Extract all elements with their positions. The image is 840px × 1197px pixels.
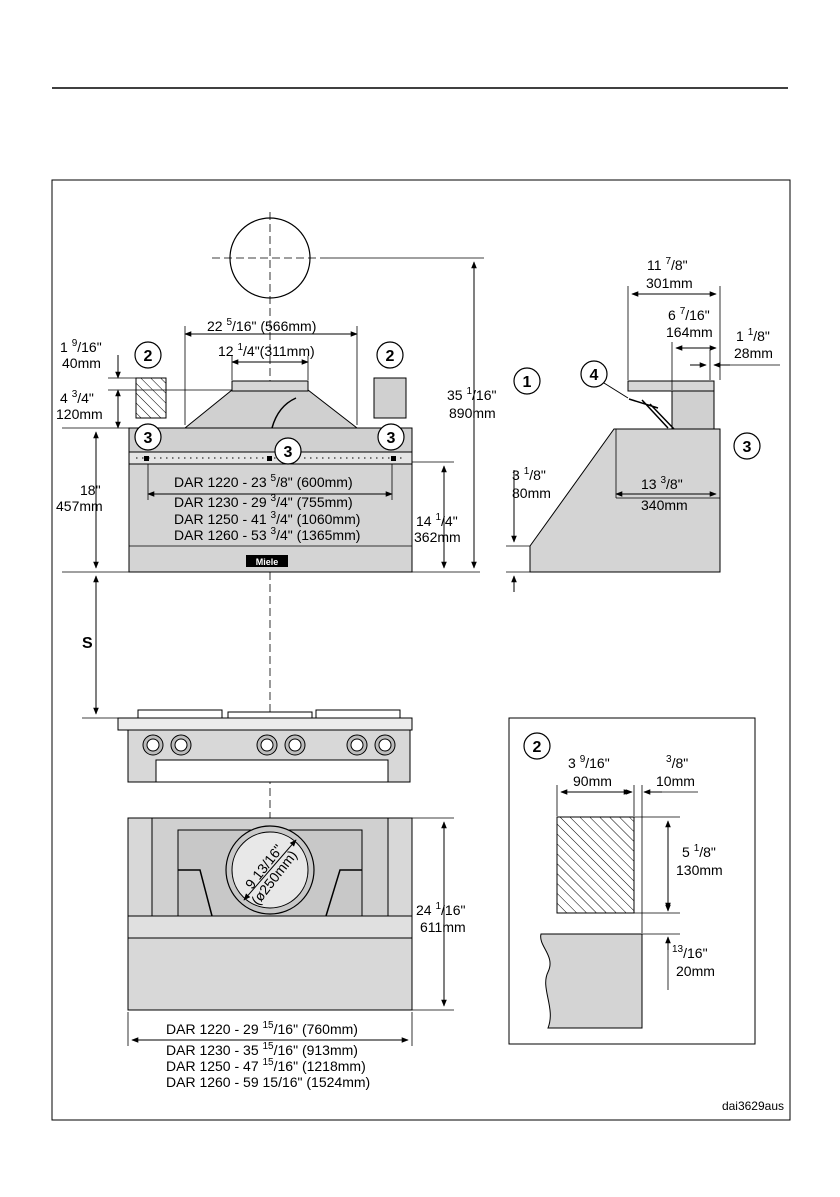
brand-logo-text: Miele (256, 557, 279, 567)
width-1220: DAR 1220 - 23 5/8" (600mm) (174, 473, 353, 490)
svg-text:3: 3 (144, 430, 153, 447)
svg-text:4: 4 (590, 367, 599, 384)
side-depth-inch: 11 7/8" (647, 256, 688, 273)
bottom-width-1220: DAR 1220 - 29 15/16" (760mm) (166, 1020, 358, 1037)
side-front-height-inch: 3 1/8" (512, 466, 546, 483)
mounting-block-right (373, 377, 407, 419)
callout-2-detail: 2 (523, 732, 551, 760)
depth1-mm-label: 40mm (62, 355, 101, 371)
clearance-s-label: S (82, 635, 93, 652)
svg-text:3: 3 (284, 444, 293, 461)
svg-text:2: 2 (386, 348, 395, 365)
callout-3-right: 3 (377, 423, 405, 451)
bottom-width-1260: DAR 1260 - 59 15/16" (1524mm) (166, 1074, 370, 1090)
callout-2-right: 2 (376, 341, 404, 369)
callout-4: 4 (580, 360, 629, 399)
depth-mm-label: 611mm (420, 919, 466, 935)
depth2-inch-label: 4 3/4" (60, 389, 94, 406)
width-1260: DAR 1260 - 53 3/4" (1365mm) (174, 526, 360, 543)
detail-height-inch: 5 1/8" (682, 843, 716, 860)
hood-bottom-view (127, 817, 413, 1011)
svg-text:2: 2 (144, 348, 153, 365)
inner-height-inch-label: 14 1/4" (416, 512, 458, 529)
callout-3-left: 3 (134, 423, 162, 451)
depth-inch-label: 24 1/16" (416, 901, 465, 918)
side-inner-depth-inch: 13 3/8" (641, 475, 683, 492)
width-1250: DAR 1250 - 41 3/4" (1060mm) (174, 510, 360, 527)
reference-code: dai3629aus (722, 1099, 784, 1113)
hood-height-mm-label: 457mm (56, 498, 103, 514)
depth2-mm-label: 120mm (56, 406, 103, 422)
callout-2-left: 2 (134, 341, 162, 369)
svg-text:2: 2 (533, 739, 542, 756)
side-collar-mm: 164mm (666, 324, 713, 340)
detail-width-mm: 90mm (573, 773, 612, 789)
detail-clearance-inch: 13/16" (672, 944, 708, 961)
hood-side-view (529, 380, 721, 573)
hood-height-inch-label: 18" (80, 482, 101, 498)
callout-3-side: 3 (733, 432, 761, 460)
side-offset-mm: 28mm (734, 345, 773, 361)
brand-logo (246, 555, 288, 567)
svg-text:3: 3 (743, 439, 752, 456)
detail-height-mm: 130mm (676, 862, 723, 878)
depth1-inch-label: 1 9/16" (60, 338, 102, 355)
callout-3-center: 3 (274, 437, 302, 465)
collar-width-label: 12 1/4"(311mm) (218, 342, 315, 359)
hood-front-view: Miele (128, 380, 413, 573)
side-depth-mm: 301mm (646, 275, 693, 291)
svg-text:3: 3 (387, 430, 396, 447)
side-front-height-mm: 80mm (512, 485, 551, 501)
detail-gap-inch: 3/8" (666, 754, 688, 771)
mounting-block-left (135, 377, 167, 419)
overall-height-inch-label: 35 1/16" (447, 386, 496, 403)
detail-cabinet (540, 933, 643, 1029)
bottom-width-1250: DAR 1250 - 47 15/16" (1218mm) (166, 1057, 366, 1074)
width-1230: DAR 1230 - 29 3/4" (755mm) (174, 493, 353, 510)
detail-gap-mm: 10mm (656, 773, 695, 789)
side-collar-inch: 6 7/16" (668, 306, 710, 323)
bottom-width-1230: DAR 1230 - 35 15/16" (913mm) (166, 1041, 358, 1058)
diagram-frame (51, 179, 791, 1121)
detail-width-inch: 3 9/16" (568, 754, 610, 771)
top-width-label: 22 5/16" (566mm) (207, 317, 316, 334)
detail-clearance-mm: 20mm (676, 963, 715, 979)
svg-text:1: 1 (523, 374, 532, 391)
side-offset-inch: 1 1/8" (736, 327, 770, 344)
callout-1: 1 (513, 367, 541, 395)
side-inner-depth-mm: 340mm (641, 497, 688, 513)
detail-hatched-block (556, 816, 635, 914)
detail-box (508, 717, 756, 1045)
inner-height-mm-label: 362mm (414, 529, 461, 545)
cooktop-front (117, 709, 413, 783)
overall-height-mm-label: 890mm (449, 405, 496, 421)
